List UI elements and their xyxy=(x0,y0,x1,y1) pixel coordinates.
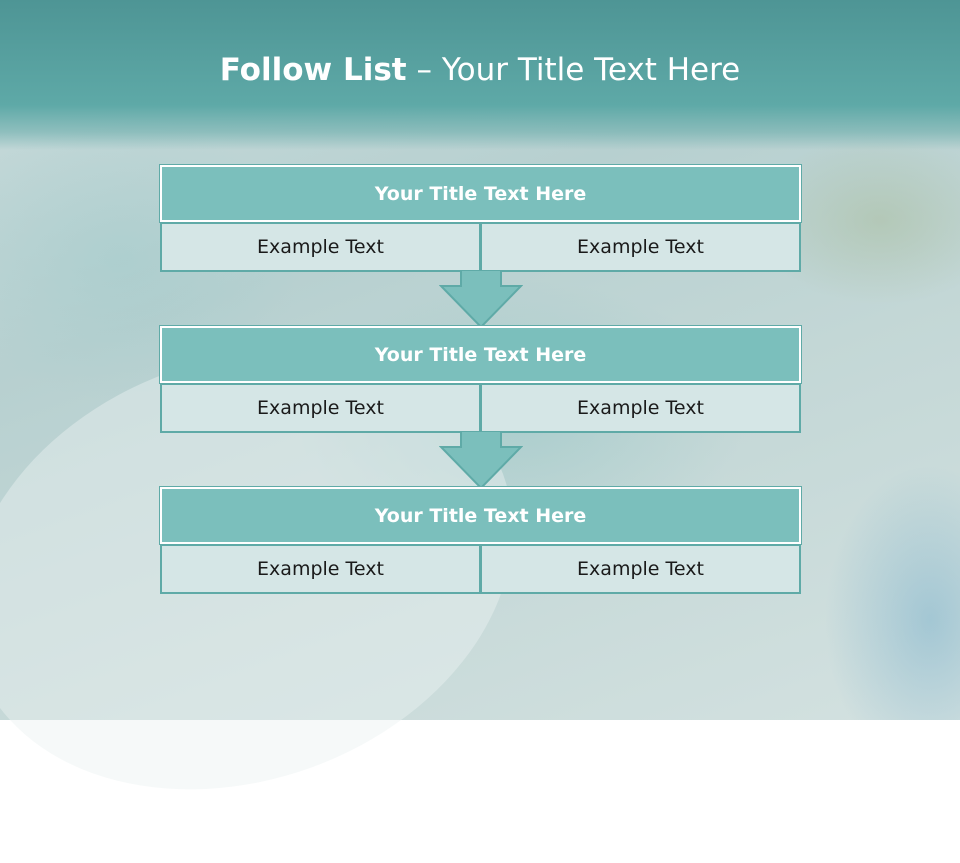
block-cell-left: Example Text xyxy=(160,222,481,272)
block-row: Example Text Example Text xyxy=(160,544,801,594)
block-row: Example Text Example Text xyxy=(160,383,801,433)
title-banner xyxy=(0,0,960,150)
slide-title-bold: Follow List xyxy=(219,52,407,88)
slide-title-rest: – Your Title Text Here xyxy=(406,52,741,88)
block-cell-left: Example Text xyxy=(160,383,481,433)
block-cell-right: Example Text xyxy=(480,383,801,433)
block-cell-left: Example Text xyxy=(160,544,481,594)
slide-title: Follow List – Your Title Text Here xyxy=(0,52,960,88)
block-title: Your Title Text Here xyxy=(159,325,802,384)
arrow-down-icon xyxy=(439,270,523,328)
block-cell-right: Example Text xyxy=(480,222,801,272)
arrow-down-icon xyxy=(439,431,523,489)
list-block-2: Your Title Text Here Example Text Exampl… xyxy=(159,325,802,433)
list-block-1: Your Title Text Here Example Text Exampl… xyxy=(159,164,802,272)
block-cell-right: Example Text xyxy=(480,544,801,594)
block-title: Your Title Text Here xyxy=(159,486,802,545)
list-block-3: Your Title Text Here Example Text Exampl… xyxy=(159,486,802,594)
block-title: Your Title Text Here xyxy=(159,164,802,223)
block-row: Example Text Example Text xyxy=(160,222,801,272)
